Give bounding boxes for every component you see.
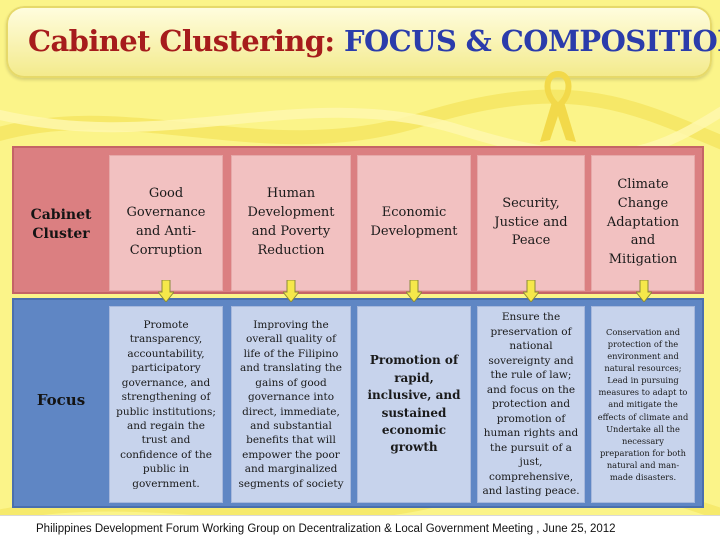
focus-box-human-development: Improving the overall quality of life of…	[232, 307, 350, 502]
footer-text: Philippines Development Forum Working Gr…	[36, 523, 616, 535]
cluster-label: Economic Development	[370, 205, 458, 239]
down-arrow-icon	[523, 280, 539, 302]
footer: Philippines Development Forum Working Gr…	[0, 515, 720, 541]
focus-text: Promotion of rapid, inclusive, and susta…	[367, 353, 461, 455]
row-label-cabinet-cluster: Cabinet Cluster	[30, 207, 92, 242]
yellow-ribbon-icon	[540, 70, 576, 142]
cluster-label: Climate Change Adaptation and Mitigation	[606, 176, 680, 268]
title-part-2: FOCUS & COMPOSITION	[344, 24, 720, 58]
cluster-box-security: Security, Justice and Peace	[478, 156, 584, 290]
focus-box-economic-development: Promotion of rapid, inclusive, and susta…	[358, 307, 470, 502]
row-label-focus: Focus	[36, 391, 86, 409]
cluster-label: Good Governance and Anti-Corruption	[126, 186, 206, 258]
down-arrow-icon	[406, 280, 422, 302]
page-title: Cabinet Clustering: FOCUS & COMPOSITION	[28, 24, 720, 58]
down-arrow-icon	[636, 280, 652, 302]
down-arrow-icon	[158, 280, 174, 302]
focus-text: Conservation and protection of the envir…	[597, 327, 689, 482]
focus-box-climate-change: Conservation and protection of the envir…	[592, 307, 694, 502]
title-bar: Cabinet Clustering: FOCUS & COMPOSITION	[6, 6, 720, 78]
down-arrow-icon	[283, 280, 299, 302]
cluster-box-climate-change: Climate Change Adaptation and Mitigation	[592, 156, 694, 290]
cluster-box-human-development: Human Development and Poverty Reduction	[232, 156, 350, 290]
focus-text: Improving the overall quality of life of…	[238, 318, 344, 490]
focus-text: Promote transparency, accountability, pa…	[116, 318, 216, 490]
title-part-1: Cabinet Clustering:	[28, 24, 345, 58]
cluster-box-governance: Good Governance and Anti-Corruption	[110, 156, 222, 290]
cluster-label: Security, Justice and Peace	[494, 195, 568, 249]
cluster-box-economic-development: Economic Development	[358, 156, 470, 290]
focus-text: Ensure the preservation of national sove…	[482, 311, 580, 498]
focus-box-security: Ensure the preservation of national sove…	[478, 307, 584, 502]
focus-box-governance: Promote transparency, accountability, pa…	[110, 307, 222, 502]
cluster-label: Human Development and Poverty Reduction	[247, 186, 335, 258]
